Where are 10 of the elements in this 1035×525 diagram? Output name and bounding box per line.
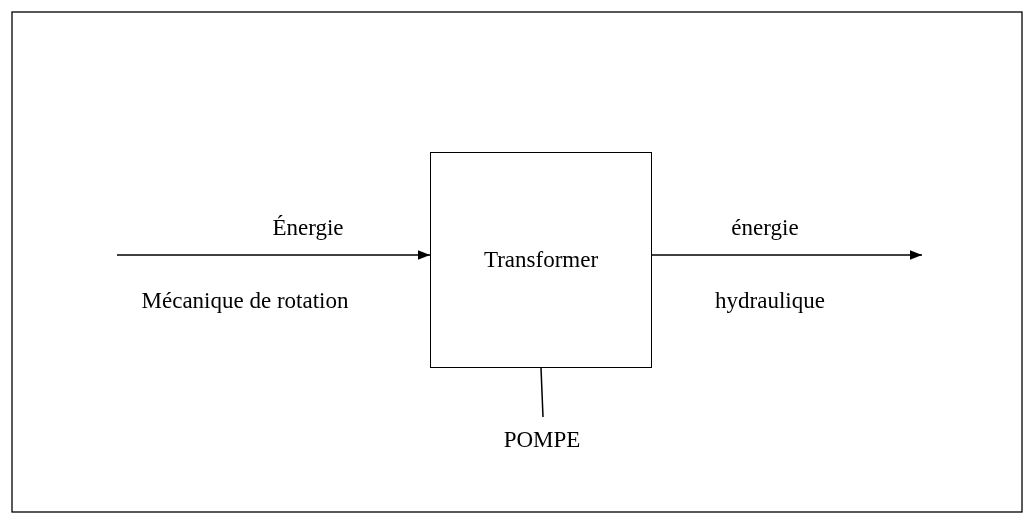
flow-label: Énergie bbox=[272, 215, 344, 241]
flow-label: Mécanique de rotation bbox=[141, 288, 349, 314]
component-label: POMPE bbox=[503, 427, 581, 453]
process-box bbox=[430, 152, 652, 368]
flow-label: hydraulique bbox=[715, 288, 825, 314]
connector-line bbox=[540, 367, 544, 418]
arrow bbox=[116, 250, 431, 260]
flow-label: énergie bbox=[731, 215, 799, 241]
box-label: Transformer bbox=[483, 247, 599, 273]
arrow bbox=[651, 250, 923, 260]
